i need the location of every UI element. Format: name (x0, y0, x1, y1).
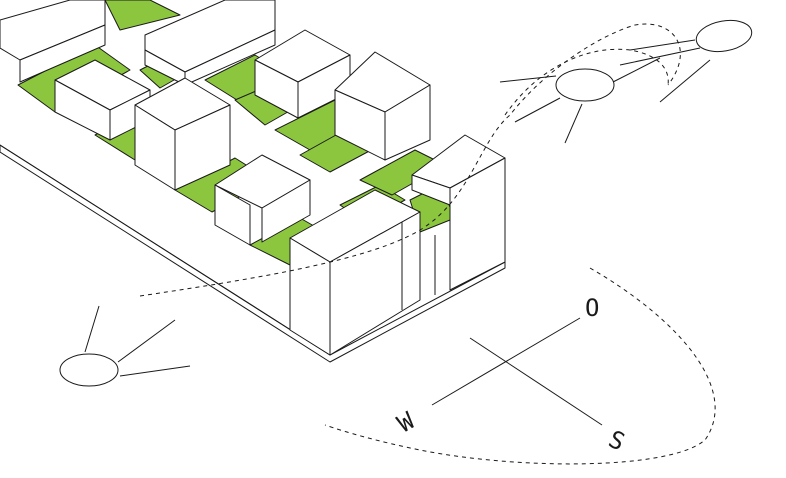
sun-icon (59, 305, 191, 387)
building-f (334, 51, 431, 161)
buildings (0, 0, 506, 356)
compass-west-label: W (393, 406, 420, 438)
building-d (134, 77, 231, 191)
building-b (144, 0, 276, 86)
compass-east-label: O (585, 294, 599, 322)
building-i (411, 134, 506, 295)
courtyard-3 (104, 0, 181, 31)
sun-path (139, 23, 716, 465)
building-h (289, 189, 421, 356)
building-a (0, 0, 106, 83)
green-courtyards (17, 0, 456, 266)
building-g (214, 154, 311, 246)
sun-icon (619, 19, 753, 103)
building-c (54, 59, 151, 141)
compass-south-label: S (604, 425, 629, 456)
compass: W O S (393, 294, 629, 456)
sun-icon (499, 57, 661, 144)
